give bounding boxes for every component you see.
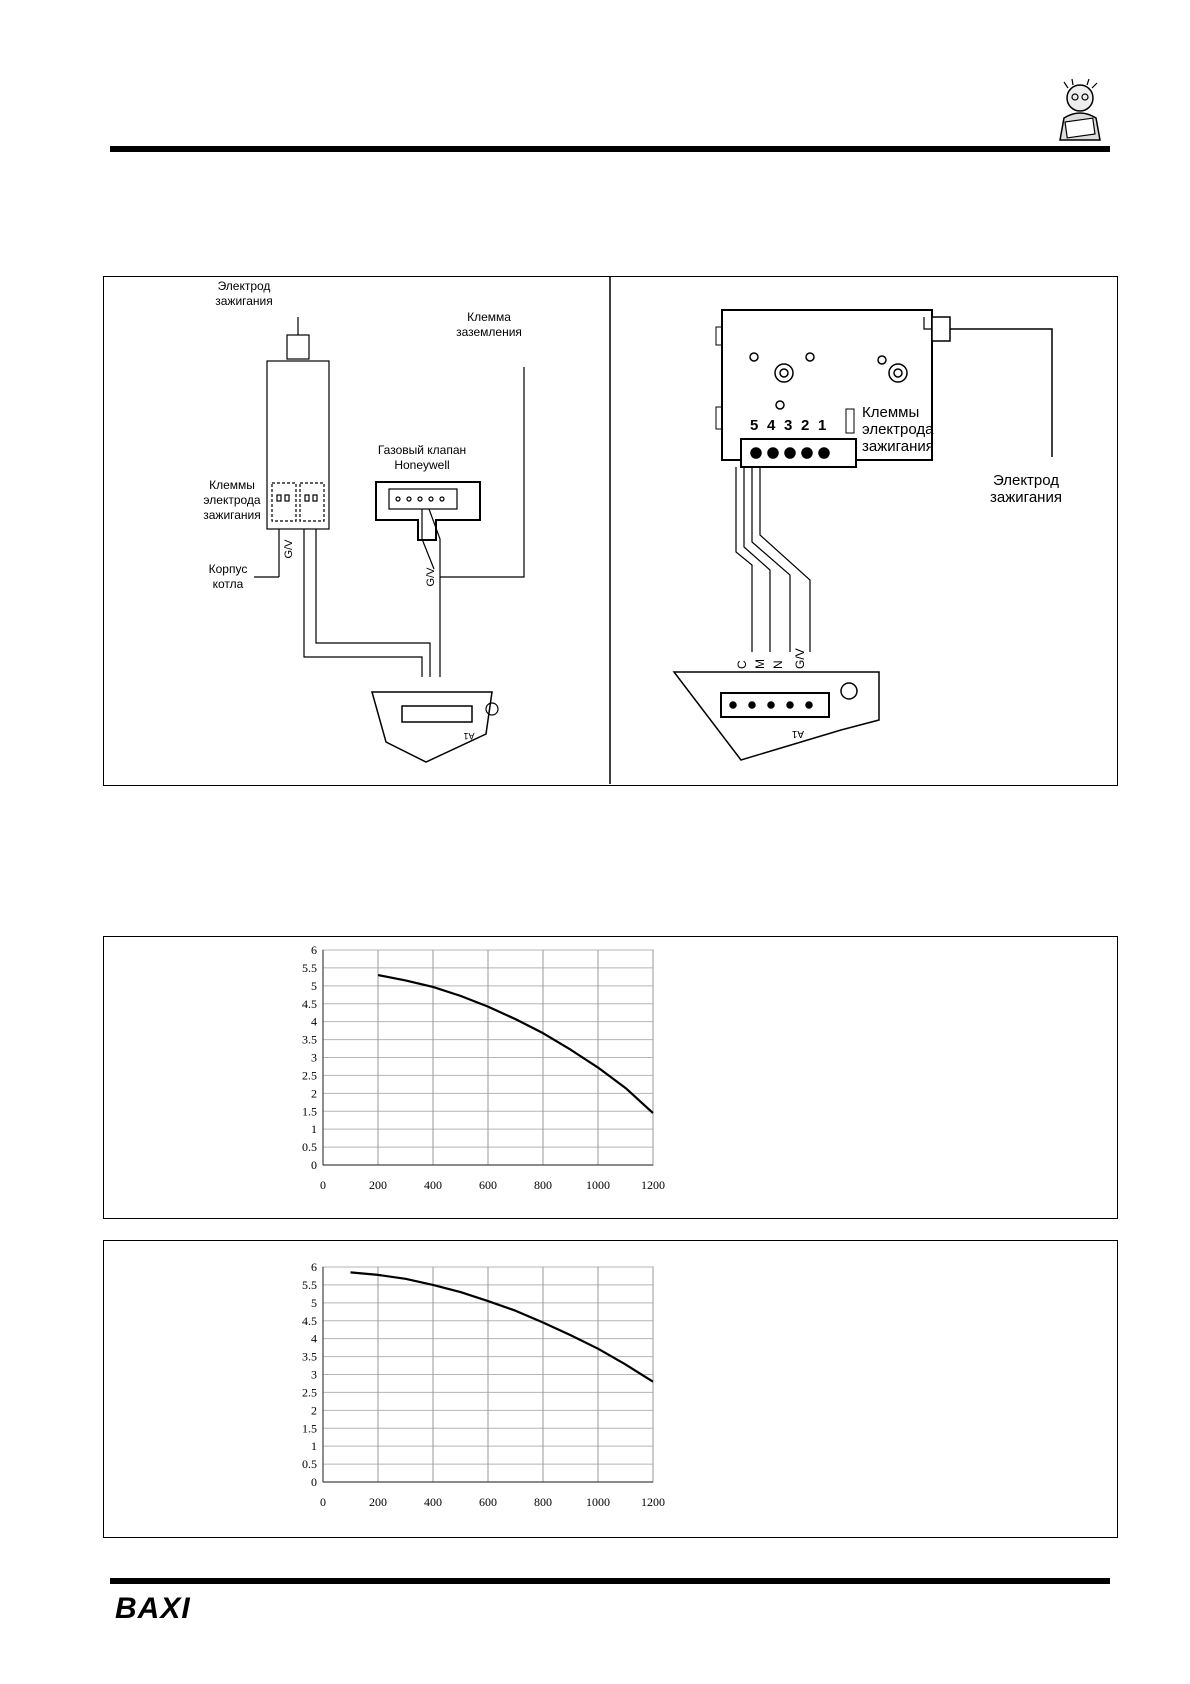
chart-frame-2: 0 0.5 1 1.5 2 2.5 3 3.5 4 4.5 5 5.5 6 0 200 400 600 800 10… [103,1240,1118,1538]
y-tick-label: 5 [311,1296,317,1310]
y-tick-label: 2.5 [302,1385,317,1399]
y-tick-label: 3 [311,1051,317,1065]
wire-label-m: M [753,659,767,669]
boiler-body-label-1: Корпус [209,562,248,576]
x-tick-label: 400 [424,1178,442,1192]
x-tick-label: 800 [534,1178,552,1192]
y-tick-label: 2 [311,1086,317,1100]
boiler-body-label-2: котла [213,577,244,591]
terminal-number-3: 3 [784,417,792,434]
x-tick-label: 600 [479,1178,497,1192]
x-tick-label: 1200 [641,1178,665,1192]
gas-valve-label-2: Honeywell [394,458,449,472]
y-tick-label: 2.5 [302,1068,317,1082]
pump-curve-chart-1: 0 0.5 1 1.5 2 2.5 3 3.5 4 4.5 5 5.5 6 0 200 400 600 800 10… [302,943,665,1192]
wiring-left-diagram [254,317,525,763]
right-terminals-label-2: электрода [862,421,934,438]
y-tick-label: 1.5 [302,1104,317,1118]
wire-label-n: N [771,660,785,669]
y-tick-label: 5.5 [302,1278,317,1292]
header-rule [110,146,1110,152]
left-electrode-label-1: Электрод [218,279,271,293]
y-tick-label: 4 [311,1332,317,1346]
right-electrode-label-2: зажигания [990,489,1062,506]
x-tick-label: 1200 [641,1495,665,1509]
y-tick-label: 0 [311,1475,317,1489]
y-tick-label: 1 [311,1122,317,1136]
y-tick-label: 5 [311,979,317,993]
pump-curve-chart-2: 0 0.5 1 1.5 2 2.5 3 3.5 4 4.5 5 5.5 6 0 200 400 600 800 10… [302,1260,665,1509]
right-electrode-label-1: Электрод [993,472,1059,489]
x-tick-label: 1000 [586,1495,610,1509]
x-tick-label: 800 [534,1495,552,1509]
right-terminals-label-3: зажигания [862,438,934,455]
y-tick-label: 6 [311,943,317,957]
valve-gv-label: G/V [425,567,437,587]
right-connector-label: A1 [791,728,804,739]
x-tick-label: 600 [479,1495,497,1509]
terminal-number-5: 5 [750,417,758,434]
y-tick-label: 5.5 [302,961,317,975]
baxi-logo: BAXI [115,1592,191,1625]
left-terminals-label-3: зажигания [203,508,261,522]
y-tick-label: 2 [311,1403,317,1417]
x-tick-label: 200 [369,1178,387,1192]
left-terminals-label-2: электрода [203,493,261,507]
wiring-diagram-frame: Электрод зажигания Клемма заземления Газ… [103,276,1118,786]
y-tick-label: 3.5 [302,1033,317,1047]
left-gv-label: G/V [283,539,295,559]
y-tick-label: 0 [311,1158,317,1172]
reading-person-icon [1059,78,1101,141]
y-tick-label: 0.5 [302,1140,317,1154]
x-tick-label: 0 [320,1495,326,1509]
y-tick-label: 3 [311,1368,317,1382]
x-tick-label: 400 [424,1495,442,1509]
y-tick-label: 6 [311,1260,317,1274]
y-tick-label: 1 [311,1439,317,1453]
series-line [377,974,654,1114]
chart-frame-1: 0 0.5 1 1.5 2 2.5 3 3.5 4 4.5 5 5.5 6 0 200 400 600 800 10… [103,936,1118,1219]
y-tick-label: 1.5 [302,1421,317,1435]
y-tick-label: 4.5 [302,1314,317,1328]
ground-terminal-label-2: заземления [456,325,522,339]
right-terminals-label-1: Клеммы [862,404,919,421]
gas-valve-label-1: Газовый клапан [378,443,466,457]
left-electrode-label-2: зажигания [215,294,273,308]
left-connector-label: A1 [463,731,474,741]
wiring-right-diagram [672,309,1053,761]
left-terminals-label-1: Клеммы [209,478,255,492]
terminal-number-4: 4 [767,417,776,434]
terminal-number-1: 1 [818,417,826,434]
x-tick-label: 1000 [586,1178,610,1192]
terminal-number-2: 2 [801,417,809,434]
y-tick-label: 4.5 [302,997,317,1011]
wire-label-c: C [735,660,749,669]
footer-rule [110,1578,1110,1584]
y-tick-label: 3.5 [302,1350,317,1364]
y-tick-label: 0.5 [302,1457,317,1471]
y-tick-label: 4 [311,1015,317,1029]
wire-label-gv: G/V [793,648,807,669]
x-tick-label: 0 [320,1178,326,1192]
ground-terminal-label-1: Клемма [467,310,511,324]
x-tick-label: 200 [369,1495,387,1509]
series-line [350,1271,654,1383]
